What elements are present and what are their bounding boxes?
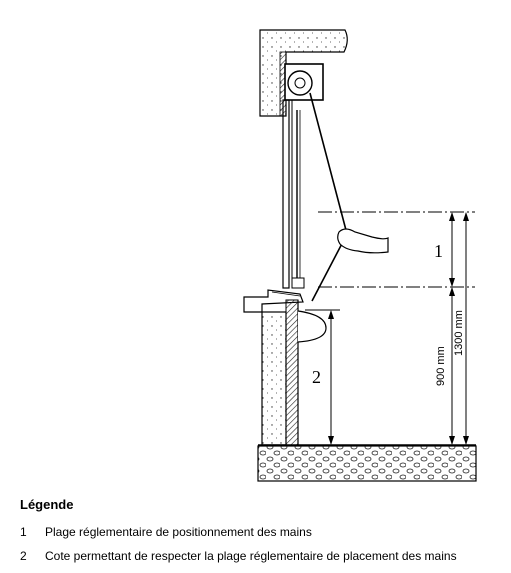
legend-title: Légende [20, 497, 74, 512]
legend: Légende 1 Plage réglementaire de positio… [20, 497, 500, 573]
legend-item-text: Plage réglementaire de positionnement de… [45, 525, 312, 539]
window-sill [243, 289, 304, 313]
ground [257, 445, 477, 482]
legend-item-number: 2 [20, 549, 27, 563]
dim-900-label: 900 mm [435, 346, 447, 386]
callout-2-label: 2 [312, 367, 321, 387]
cord-guide [297, 310, 327, 343]
window-frame [282, 99, 290, 289]
callout-1-label: 1 [434, 241, 443, 261]
legend-item: 1 Plage réglementaire de positionnement … [20, 525, 500, 549]
lower-insulation [285, 299, 299, 446]
legend-item-number: 1 [20, 525, 27, 539]
technical-diagram: 1 2 900 mm 1300 mm [243, 29, 477, 482]
lower-wall [261, 311, 287, 446]
dim-1300-label: 1300 mm [453, 310, 465, 356]
pull-cord [309, 92, 348, 235]
legend-item-text: Cote permettant de respecter la plage ré… [45, 549, 457, 563]
legend-item: 2 Cote permettant de respecter la plage … [20, 549, 500, 573]
window-section-drawing: 1 2 900 mm 1300 mm [243, 29, 477, 482]
hand [337, 228, 389, 254]
shutter-roll [287, 70, 313, 96]
